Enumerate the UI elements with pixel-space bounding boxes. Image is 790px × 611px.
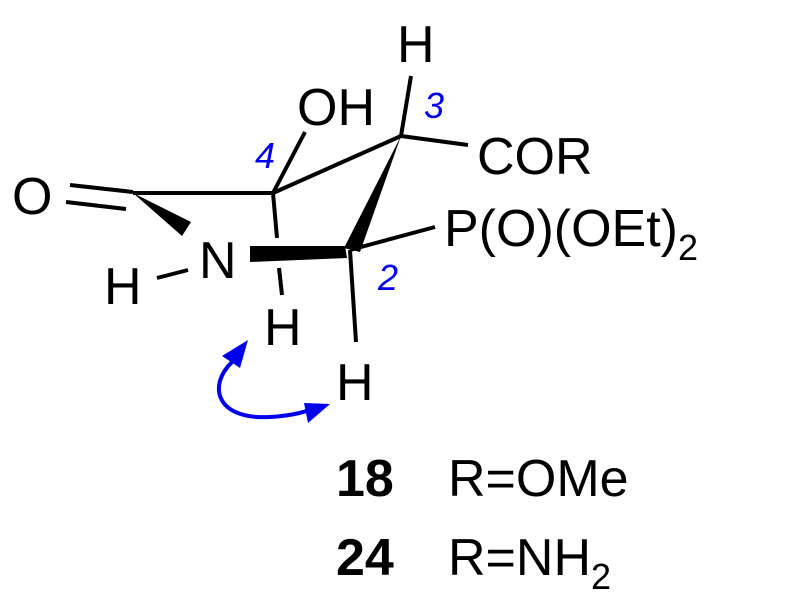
hydroxyl-label: OH	[297, 79, 375, 137]
locant-2: 2	[377, 257, 398, 298]
nh-hydrogen-label: H	[104, 258, 142, 316]
arrowhead-up-icon	[222, 340, 248, 368]
c3-h-bond	[399, 75, 413, 137]
carbonyl-bond-2	[65, 200, 127, 211]
n-h-bond	[156, 268, 189, 280]
n-c2-bold-bond	[250, 246, 347, 262]
compound-legend: 18 R=OMe 24 R=NH2	[336, 450, 629, 597]
cor-label: COR	[477, 128, 593, 186]
c2-h-bond	[348, 249, 358, 343]
c4-h-bond-upper	[271, 192, 279, 239]
arrowhead-right-icon	[304, 403, 330, 423]
c2-p-bond	[349, 225, 436, 252]
compound-24-id: 24	[336, 529, 394, 587]
nitrogen-label: N	[199, 232, 237, 290]
bonds	[65, 75, 469, 343]
compound-18-r: R=OMe	[448, 450, 629, 508]
c2-c3-wedge	[344, 136, 401, 252]
c2-hydrogen-label: H	[336, 354, 374, 412]
compound-18-id: 18	[336, 450, 394, 508]
carbonyl-oxygen-label: O	[12, 168, 52, 226]
c3-hydrogen-label: H	[397, 16, 435, 74]
c4-hydrogen-label: H	[264, 299, 302, 357]
c1-n-wedge	[133, 193, 191, 236]
carbonyl-bond-1	[69, 183, 134, 194]
compound-24-r: R=NH2	[448, 529, 611, 597]
c3-cor-bond	[400, 134, 469, 147]
atom-labels: O N H OH H COR P(O)(OEt)2 H H	[12, 16, 698, 412]
noe-correlation-arrow	[216, 340, 330, 423]
locant-3: 3	[424, 85, 444, 126]
locant-labels: 4 3 2	[255, 85, 444, 298]
c4-c3-bond	[272, 134, 402, 195]
phosphonate-label: P(O)(OEt)2	[444, 200, 698, 268]
noe-arc	[216, 360, 320, 420]
c4-oh-bond	[271, 131, 307, 194]
locant-4: 4	[255, 135, 275, 176]
c4-h-bond-lower	[277, 267, 284, 296]
